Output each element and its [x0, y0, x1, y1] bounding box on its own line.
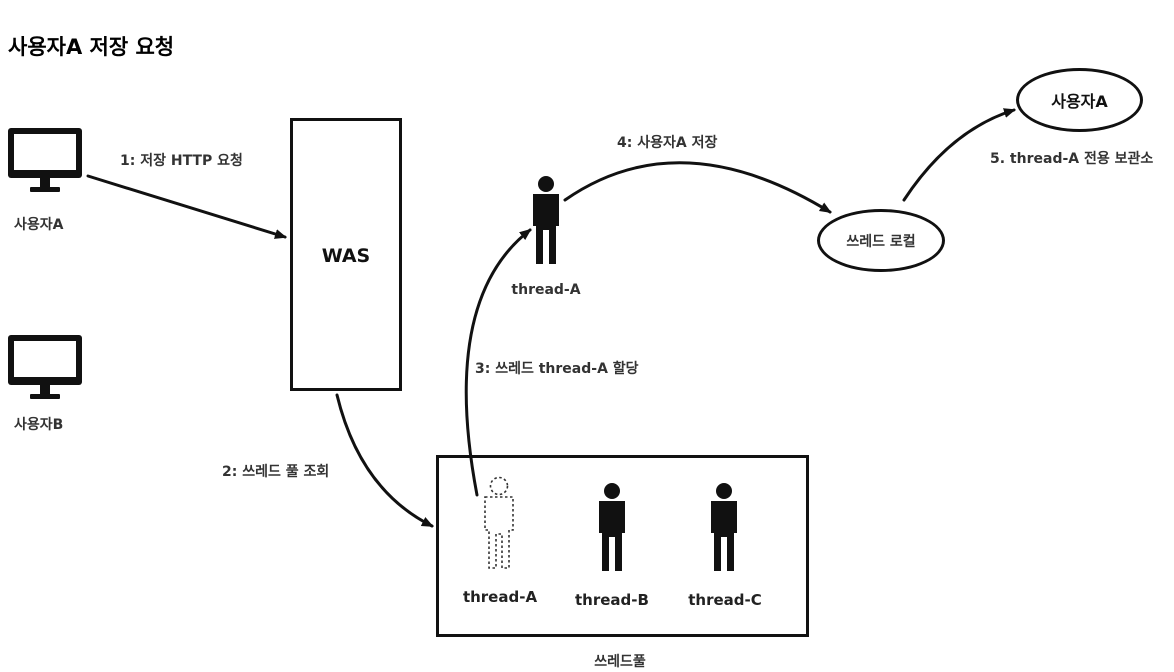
was-box: [290, 118, 402, 391]
stored-user-label: 사용자A: [1051, 92, 1108, 111]
arrow-step1: [86, 174, 287, 239]
step1-label: 1: 저장 HTTP 요청: [120, 153, 243, 169]
thread-pool-box: [436, 455, 809, 637]
stored-user-ellipse: 사용자A: [1016, 68, 1143, 132]
person-icon-active-thread: [533, 176, 559, 264]
was-label: WAS: [321, 245, 371, 267]
monitor-icon-user-a: [8, 128, 82, 192]
monitor-icon-user-b: [8, 335, 82, 399]
person-icon-thread-a-dashed: [484, 476, 514, 569]
arrow-step5: [902, 108, 1016, 202]
person-icon-thread-c: [711, 483, 737, 571]
active-thread-label: thread-A: [511, 282, 581, 298]
page-title: 사용자A 저장 요청: [8, 35, 175, 59]
pool-thread-c-label: thread-C: [688, 591, 762, 609]
arrow-step3: [464, 228, 532, 497]
arrow-step2: [335, 393, 434, 528]
pool-thread-b-label: thread-B: [575, 591, 649, 609]
thread-local-label: 쓰레드 로컬: [846, 233, 916, 250]
step2-label: 2: 쓰레드 풀 조회: [222, 464, 330, 480]
step5-label: 5. thread-A 전용 보관소: [990, 151, 1154, 167]
arrow-step4: [563, 161, 832, 214]
user-b-label: 사용자B: [14, 417, 64, 433]
thread-local-ellipse: 쓰레드 로컬: [817, 209, 945, 272]
step3-label: 3: 쓰레드 thread-A 할당: [475, 361, 639, 377]
user-a-label: 사용자A: [14, 217, 64, 233]
step4-label: 4: 사용자A 저장: [617, 135, 718, 151]
pool-thread-a-label: thread-A: [462, 588, 538, 606]
thread-pool-label: 쓰레드풀: [594, 654, 646, 670]
person-icon-thread-b: [599, 483, 625, 571]
